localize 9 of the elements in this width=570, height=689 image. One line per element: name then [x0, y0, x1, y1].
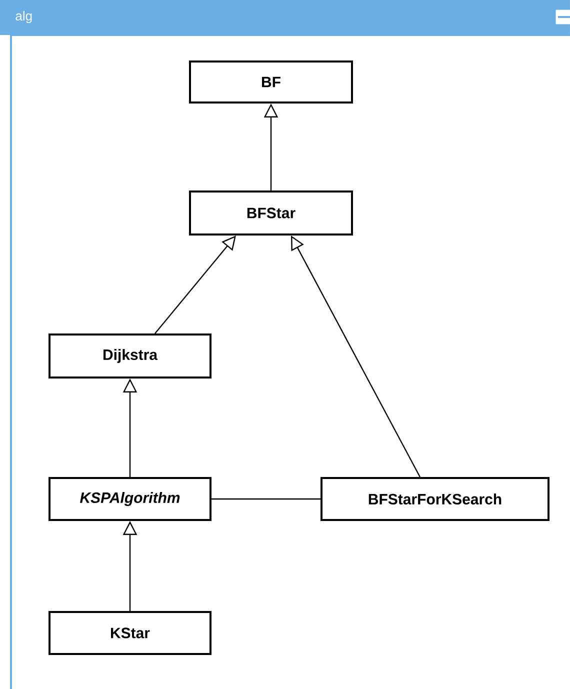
association-line	[212, 498, 320, 500]
class-box: Dijkstra	[48, 334, 212, 378]
title-bar: alg	[0, 0, 570, 35]
class-box: BFStar	[189, 190, 353, 236]
inheritance-arrow	[154, 236, 236, 334]
class-box: BFStarForKSearch	[320, 477, 550, 521]
class-box: KSPAlgorithm	[48, 477, 212, 521]
class-box: BF	[189, 60, 353, 104]
class-box: KStar	[48, 611, 212, 655]
